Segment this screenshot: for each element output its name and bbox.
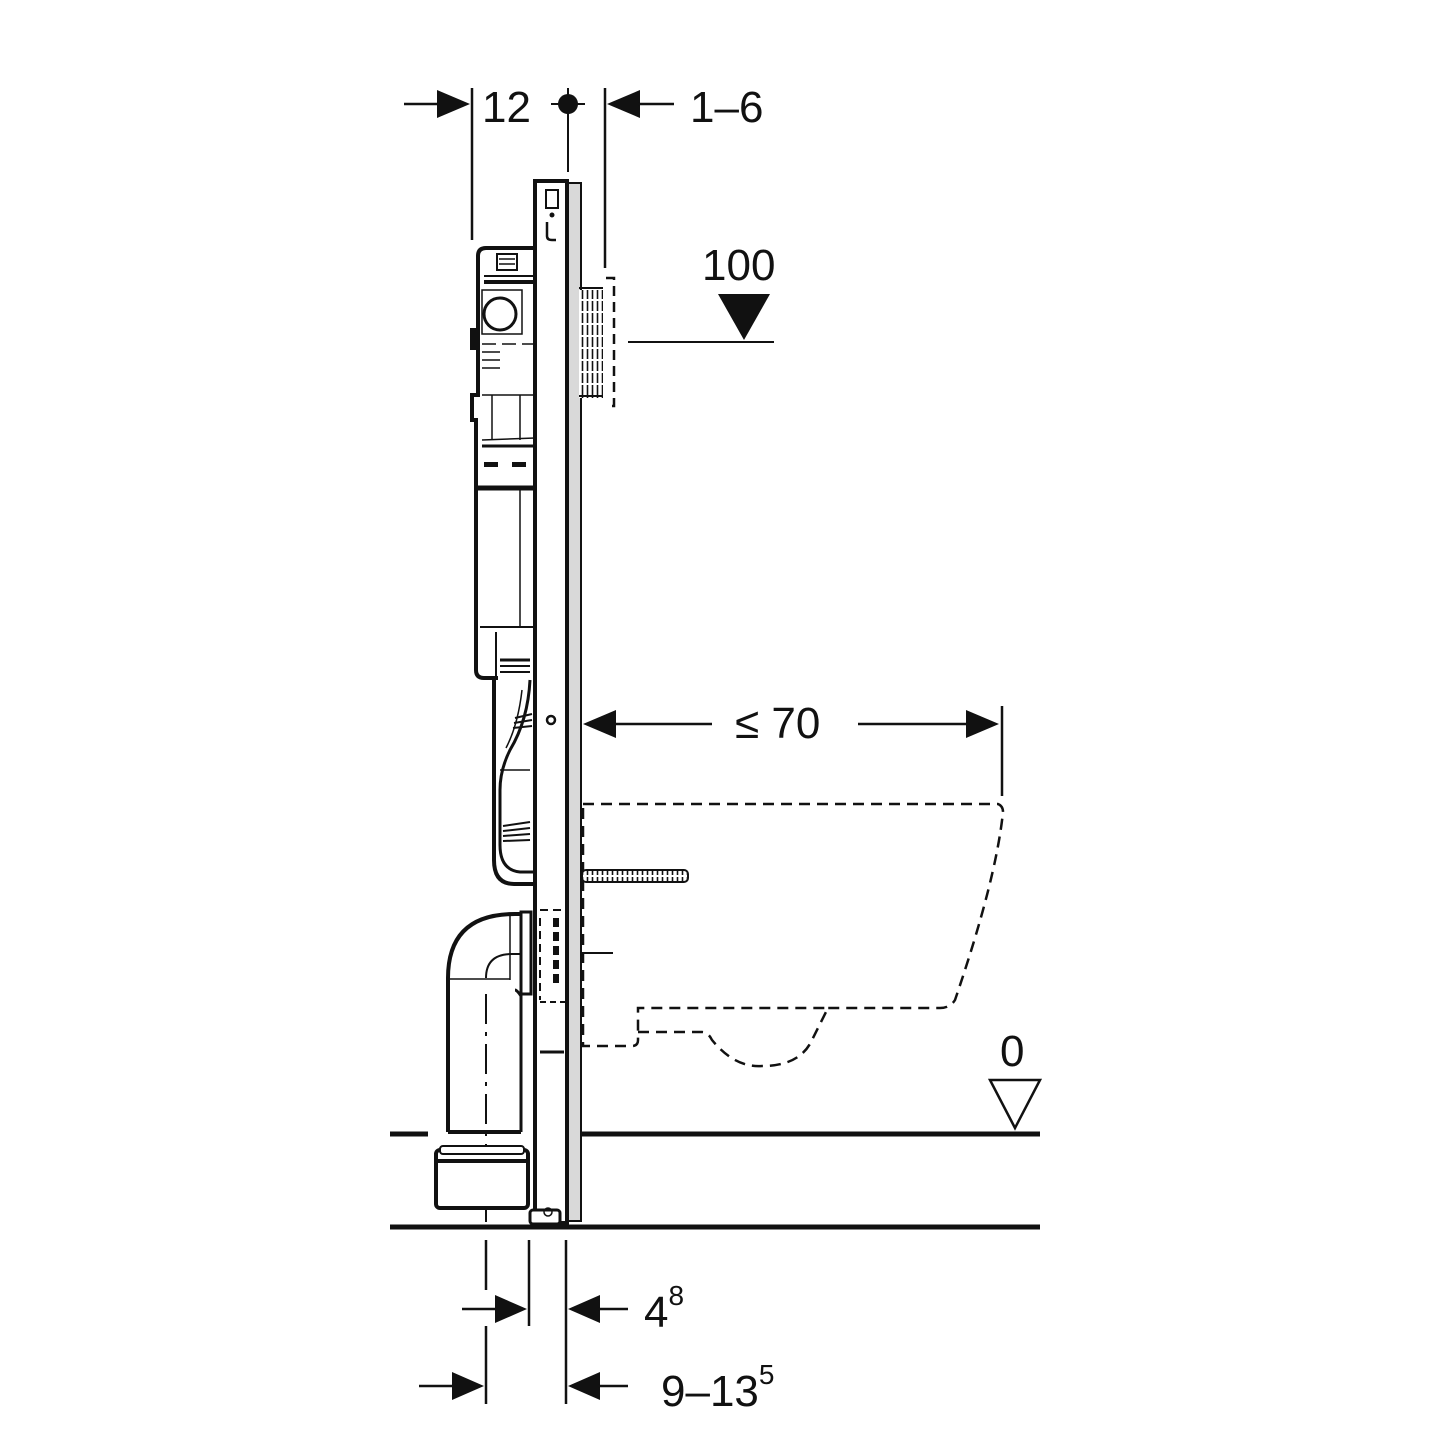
dimension-4-8-base: 4 xyxy=(644,1288,668,1337)
dimension-4-8-sup: 8 xyxy=(668,1280,684,1311)
dimension-1-6-label: 1–6 xyxy=(690,83,763,132)
top-dimension-group xyxy=(404,88,674,268)
height-100-label: 100 xyxy=(702,241,775,290)
height-marker-100 xyxy=(628,294,774,343)
dimension-12-label: 12 xyxy=(482,83,531,132)
floor-level-label: 0 xyxy=(1000,1027,1024,1076)
concealed-cistern xyxy=(470,246,536,886)
dimension-9-13-5-sup: 5 xyxy=(759,1359,775,1390)
dimension-9-13-5-base: 9–13 xyxy=(661,1367,759,1416)
wc-bowl xyxy=(581,802,1005,1068)
filled-triangle-icon xyxy=(718,294,770,340)
installation-frame xyxy=(528,179,582,1226)
bottom-dimension-group xyxy=(419,1240,628,1404)
drain-bend xyxy=(446,909,567,1222)
drain-connector xyxy=(434,1145,530,1210)
projection-label: ≤ 70 xyxy=(735,699,820,748)
actuator-plate xyxy=(579,276,616,408)
dimension-4-8-label: 48 xyxy=(644,1280,684,1337)
floor-level-marker xyxy=(987,1078,1043,1131)
dimension-9-13-5-label: 9–135 xyxy=(661,1359,774,1416)
fixing-bolt xyxy=(581,869,689,883)
open-triangle-icon xyxy=(987,1078,1043,1131)
floor-lines xyxy=(390,1131,1040,1230)
projection-dimension-group xyxy=(583,706,1004,796)
